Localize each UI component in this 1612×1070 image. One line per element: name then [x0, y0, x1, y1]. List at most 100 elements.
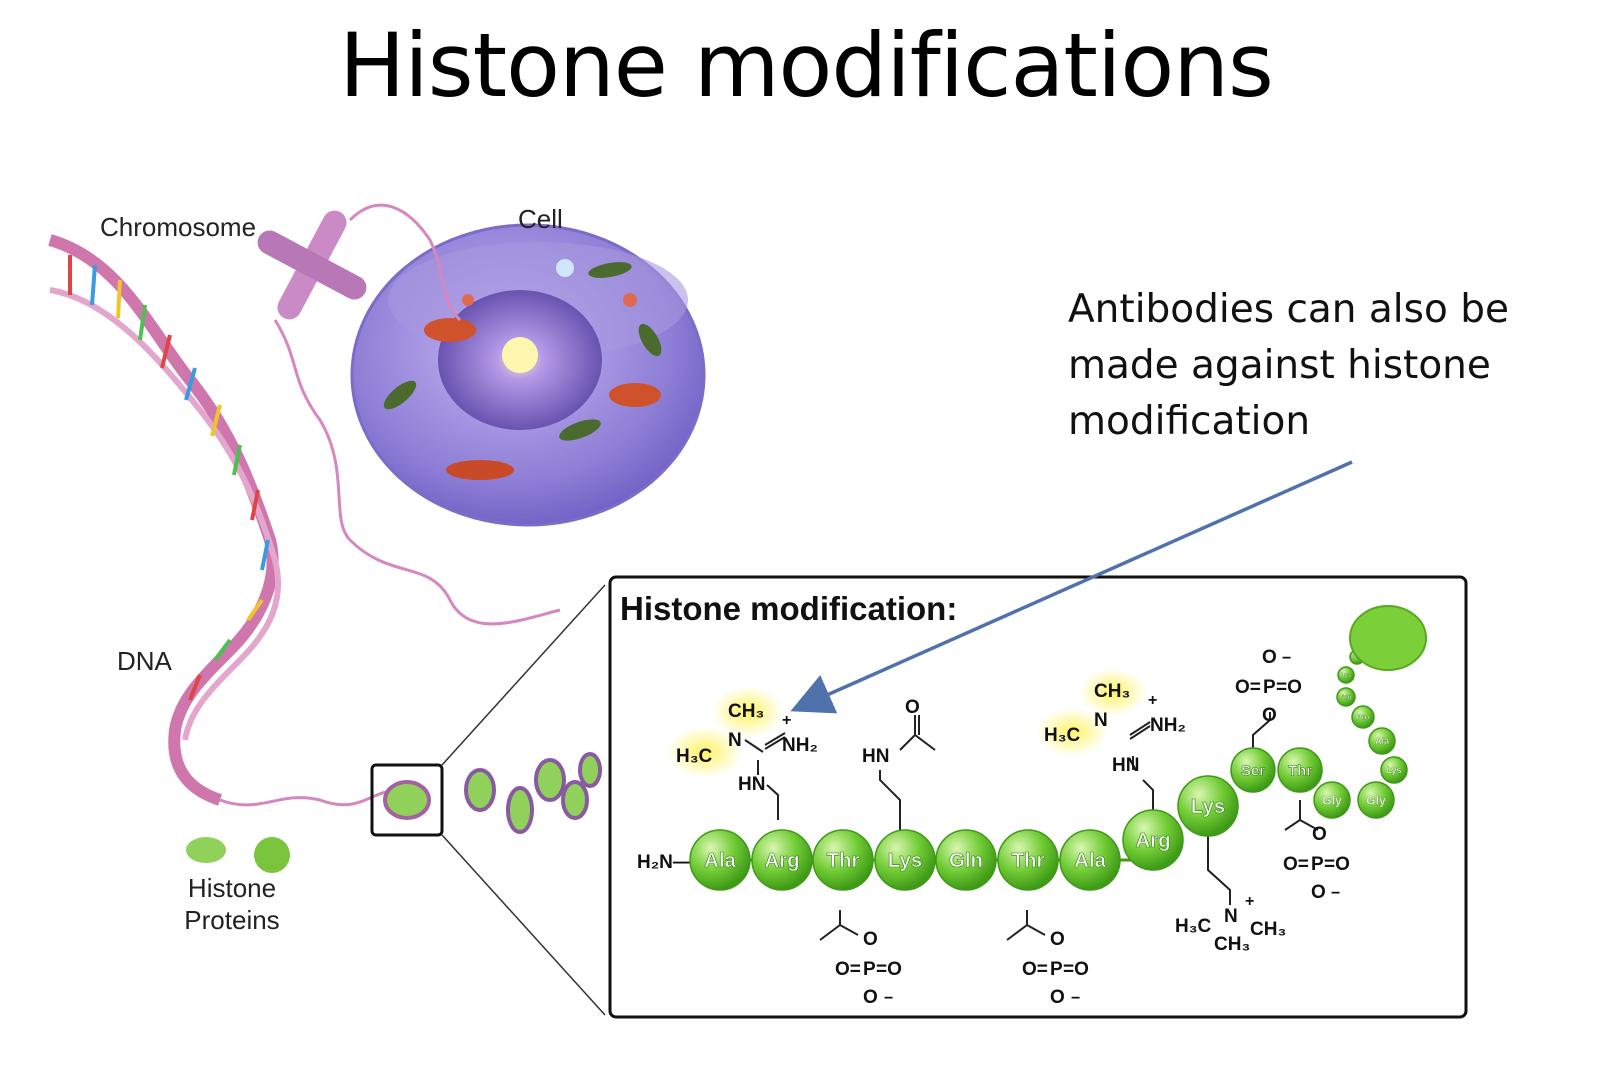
callout-line-2: made against histone — [1068, 343, 1491, 388]
arg1-h3c-label: H₃C — [676, 746, 713, 767]
lys2-h3c-label: H₃C — [1175, 916, 1212, 937]
amino-acid-bead — [874, 829, 936, 891]
arg2-plus-charge: + — [1148, 692, 1157, 709]
lys2-ch3-bottom-label: CH₃ — [1214, 934, 1250, 955]
histone-proteins-label-2: Proteins — [184, 905, 279, 935]
amino-acid-bead — [1059, 829, 1121, 891]
amino-acid-bead — [1336, 687, 1356, 707]
amino-acid-label: Lys — [888, 850, 922, 872]
zoom-line-top — [441, 584, 606, 766]
thr1-o-eq-label: O= — [835, 959, 861, 980]
arg2-hn-label: HN — [1112, 755, 1139, 776]
amino-acid-bead — [1313, 781, 1351, 819]
arg1-plus-charge: + — [782, 712, 791, 729]
thr2-eq-o-label: =O — [1063, 959, 1089, 980]
slide-title: Histone modifications — [339, 14, 1274, 117]
dna-helix-image — [48, 234, 282, 806]
thr3-o-eq-label: O= — [1283, 854, 1309, 875]
thr1-p-label: P — [863, 959, 876, 980]
nucleosome-zoom-box — [370, 763, 444, 837]
amino-acid-label: Thr — [1288, 762, 1312, 779]
chromosome-cell-fiber — [348, 203, 462, 322]
thr1-o-bottom-label: O — [863, 987, 878, 1008]
amino-acid-bead — [997, 829, 1059, 891]
amino-acid-bead — [751, 829, 813, 891]
arg2-nh2-label: NH₂ — [1150, 715, 1186, 736]
lys1-o-label: O — [905, 697, 920, 718]
thr3-o-label: O — [1312, 824, 1327, 845]
callout-arrow — [790, 460, 1353, 714]
amino-acid-label: Ala — [1375, 736, 1389, 746]
cell-label: Cell — [518, 204, 563, 234]
nucleosome-icon — [383, 780, 431, 820]
thr3-p-label: P — [1311, 854, 1324, 875]
amino-acid-label: Arg — [1135, 830, 1170, 852]
arg1-ch3-label: CH₃ — [728, 701, 764, 722]
amino-acid-bead — [935, 829, 997, 891]
panel-title: Histone modification: — [620, 590, 957, 627]
histone-proteins-label-1: Histone — [188, 873, 276, 903]
n-terminus-label: H₂N— — [637, 852, 692, 873]
amino-acid-label: Ala — [704, 850, 736, 872]
amino-acid-label: Gly — [1322, 793, 1342, 807]
thr2-o-label: O — [1050, 929, 1065, 950]
arg1-hn-label: HN — [738, 774, 765, 795]
amino-acid-label: Lys — [1341, 673, 1352, 679]
amino-acid-label: Lys — [1387, 765, 1402, 775]
lys2-n-label: N — [1224, 906, 1238, 927]
thr1-o-label: O — [863, 929, 878, 950]
thr2-p-label: P — [1050, 959, 1063, 980]
amino-acid-bead — [1277, 747, 1323, 793]
thr2-o-bottom-label: O — [1050, 987, 1065, 1008]
amino-acid-bead — [1351, 705, 1375, 729]
histone-protein-discs — [186, 837, 290, 873]
chromatin-fiber — [273, 319, 561, 626]
amino-acid-bead — [812, 829, 874, 891]
amino-acid-bead — [1177, 775, 1239, 837]
thr1-minus-charge: − — [884, 990, 893, 1007]
thr2-o-eq-label: O= — [1022, 959, 1048, 980]
thr3-eq-o-label: =O — [1324, 854, 1350, 875]
thr2-minus-charge: − — [1071, 990, 1080, 1007]
amino-acid-label: Gln — [949, 850, 983, 872]
ser-o-eq-label: O= — [1235, 677, 1261, 698]
amino-acid-label: Gly — [1366, 793, 1386, 807]
amino-acid-label: Arg — [764, 850, 799, 872]
callout-line-3: modification — [1068, 399, 1311, 444]
ser-p-label: P — [1263, 677, 1276, 698]
ser-minus-charge: − — [1282, 650, 1291, 667]
zoom-line-bottom — [441, 834, 606, 1016]
amino-acid-label: Pro — [1357, 713, 1370, 722]
thr1-eq-o-label: =O — [876, 959, 902, 980]
arg2-n-label: N — [1094, 710, 1108, 731]
lys2-plus-charge: + — [1245, 893, 1254, 910]
amino-acid-label: Lys — [1191, 796, 1225, 818]
callout-line-1: Antibodies can also be — [1068, 287, 1509, 332]
arg2-ch3-label: CH₃ — [1094, 681, 1130, 702]
chromosome-label: Chromosome — [100, 212, 256, 242]
ser-o-bottom-label: O — [1262, 705, 1277, 726]
nucleosome-fiber — [464, 752, 602, 834]
arg2-h3c-label: H₃C — [1044, 725, 1081, 746]
nucleosome-disc — [1349, 605, 1427, 671]
amino-acid-bead — [1368, 727, 1396, 755]
callout-text: Antibodies can also be made against hist… — [1068, 282, 1588, 450]
amino-acid-label: Thr — [827, 850, 860, 872]
ser-o-top-label: O — [1262, 647, 1277, 668]
cell-image — [350, 223, 706, 527]
amino-acid-bead — [1357, 781, 1395, 819]
amino-acid-label: Ala — [1074, 850, 1106, 872]
amino-acid-bead — [1380, 756, 1408, 784]
arg1-n-label: N — [728, 730, 742, 751]
lys2-ch3-right-label: CH₃ — [1250, 919, 1286, 940]
dna-label: DNA — [117, 646, 173, 676]
thr3-o-bottom-label: O — [1311, 882, 1326, 903]
amino-acid-label: Ser — [1241, 762, 1265, 779]
lys1-hn-label: HN — [862, 746, 889, 767]
methyl-highlights — [667, 668, 1147, 778]
ser-eq-o-label: =O — [1276, 677, 1302, 698]
amino-acid-bead — [1230, 747, 1276, 793]
amino-acid-bead — [1337, 666, 1355, 684]
